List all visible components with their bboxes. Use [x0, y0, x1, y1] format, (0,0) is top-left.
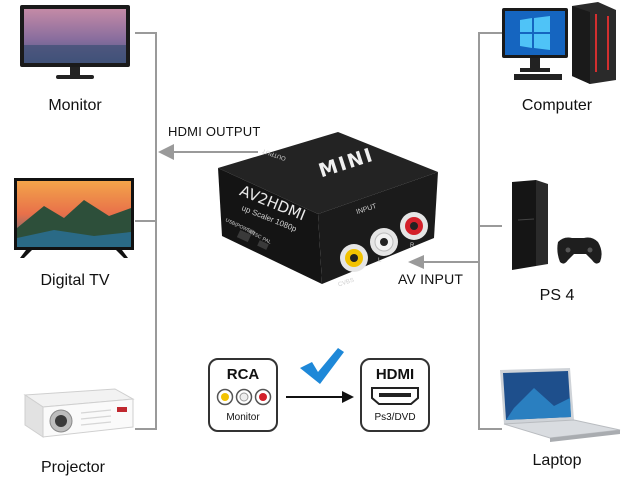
- projector-icon: [23, 388, 135, 438]
- digital-tv-icon: [14, 178, 134, 258]
- rca-plugs-icon: [216, 388, 272, 406]
- rca-badge: RCA Monitor: [208, 358, 278, 432]
- hdmi-port-icon: [371, 387, 419, 405]
- projector-label: Projector: [40, 459, 106, 476]
- hdmi-badge-sub: Ps3/DVD: [374, 412, 416, 423]
- rca-badge-sub: Monitor: [226, 412, 260, 423]
- left-bracket-vertical: [155, 32, 157, 430]
- av-input-label: AV INPUT: [398, 271, 464, 287]
- rca-badge-title: RCA: [226, 366, 260, 383]
- adapter-l-text: L: [378, 258, 382, 264]
- rca-jack-yellow-icon: [340, 244, 368, 272]
- av2hdmi-adapter: [218, 132, 438, 284]
- ps4-icon: [512, 180, 602, 270]
- hdmi-output-label: HDMI OUTPUT: [168, 124, 261, 139]
- ps4-label: PS 4: [539, 287, 575, 304]
- hdmi-badge: HDMI Ps3/DVD: [360, 358, 430, 432]
- rca-jack-white-icon: [370, 228, 398, 256]
- adapter-r-text: R: [410, 243, 415, 249]
- right-bracket-vertical: [478, 32, 480, 430]
- computer-label: Computer: [521, 97, 593, 114]
- conversion-arrow: [286, 391, 354, 403]
- hdmi-badge-title: HDMI: [375, 366, 415, 383]
- laptop-icon: [500, 368, 621, 442]
- left-bracket-top: [135, 32, 157, 34]
- monitor-icon: [20, 5, 130, 79]
- digital-tv-label: Digital TV: [40, 272, 110, 289]
- rca-jack-red-icon: [400, 212, 428, 240]
- right-bracket-mid: [478, 225, 502, 227]
- av-input-arrow: [408, 255, 480, 269]
- hdmi-output-arrow: [158, 144, 258, 160]
- computer-icon: [502, 2, 616, 84]
- left-bracket-mid: [135, 220, 157, 222]
- laptop-label: Laptop: [532, 452, 582, 469]
- right-bracket-top: [478, 32, 502, 34]
- right-bracket-bottom: [478, 428, 502, 430]
- checkmark-icon: [300, 348, 344, 384]
- monitor-label: Monitor: [48, 97, 102, 114]
- left-bracket-bottom: [135, 428, 157, 430]
